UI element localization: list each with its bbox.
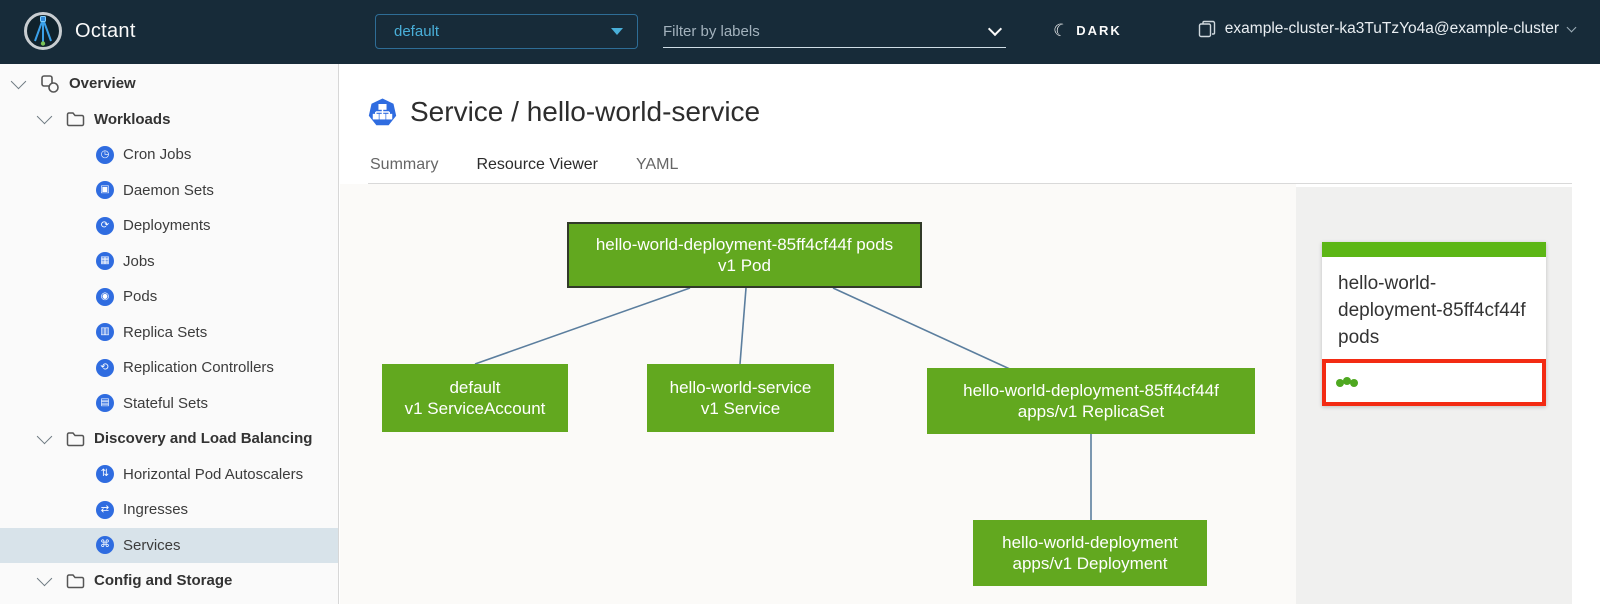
graph-node-serviceaccount[interactable]: default v1 ServiceAccount (382, 364, 568, 432)
sidebar-item-label: Daemon Sets (123, 181, 214, 199)
graph-node-deployment[interactable]: hello-world-deployment apps/v1 Deploymen… (973, 520, 1207, 586)
status-bar-green (1322, 242, 1546, 257)
namespace-value: default (394, 23, 440, 40)
sidebar-item-label: Ingresses (123, 501, 189, 519)
detail-card-title: hello-world-deployment-85ff4cf44f pods (1338, 273, 1526, 348)
cron-jobs-icon: ◷ (96, 145, 114, 164)
folder-icon (66, 431, 85, 447)
service-icon (368, 98, 397, 125)
graph-node-pod[interactable]: hello-world-deployment-85ff4cf44f pods v… (567, 222, 922, 288)
sidebar-item-services[interactable]: ⌘ Services (0, 527, 338, 563)
sidebar-item-label: Overview (69, 75, 136, 93)
theme-toggle-label: DARK (1076, 23, 1122, 38)
sidebar-item-label: Cron Jobs (123, 146, 192, 164)
pods-icon: ◉ (96, 287, 114, 306)
pod-status-highlight (1322, 359, 1546, 406)
sidebar-item-label: Workloads (94, 110, 171, 128)
sidebar-item-config-and-storage[interactable]: Config and Storage (0, 563, 338, 599)
folder-icon (66, 573, 85, 589)
sidebar-item-replication-controllers[interactable]: ⟲ Replication Controllers (0, 350, 338, 386)
daemon-sets-icon: ▣ (96, 181, 114, 200)
cluster-name: example-cluster-ka3TuTzYo4a@example-clus… (1224, 20, 1559, 37)
sidebar-item-label: Replica Sets (123, 323, 208, 341)
sidebar-item-ingresses[interactable]: ⇄ Ingresses (0, 492, 338, 528)
tab-yaml[interactable]: YAML (636, 156, 679, 173)
chevron-down-icon[interactable] (36, 428, 53, 445)
graph-node-replicaset[interactable]: hello-world-deployment-85ff4cf44f apps/v… (927, 368, 1255, 434)
sidebar-item-cron-jobs[interactable]: ◷ Cron Jobs (0, 137, 338, 173)
stateful-sets-icon: ▤ (96, 394, 114, 413)
sidebar-item-deployments[interactable]: ⟳ Deployments (0, 208, 338, 244)
app-title: Octant (75, 19, 136, 42)
sidebar-item-workloads[interactable]: Workloads (0, 102, 338, 138)
chevron-down-icon (611, 28, 623, 35)
pod-status-dot[interactable] (1336, 378, 1344, 387)
sidebar-item-pods[interactable]: ◉ Pods (0, 279, 338, 315)
node-detail-panel: hello-world-deployment-85ff4cf44f pods (1296, 187, 1572, 604)
ingresses-icon: ⇄ (96, 500, 114, 519)
sidebar-item-jobs[interactable]: ▦ Jobs (0, 244, 338, 280)
header-bar: Octant default ☾ DARK example-cluster-ka… (0, 0, 1600, 64)
replica-sets-icon: ▥ (96, 323, 114, 342)
label-filter-input[interactable] (663, 23, 990, 40)
sidebar-item-label: Discovery and Load Balancing (94, 430, 313, 448)
sidebar-item-daemon-sets[interactable]: ▣ Daemon Sets (0, 173, 338, 209)
sidebar-item-replica-sets[interactable]: ▥ Replica Sets (0, 315, 338, 351)
replication-controllers-icon: ⟲ (96, 358, 114, 377)
sidebar-item-label: Jobs (123, 252, 155, 270)
jobs-icon: ▦ (96, 252, 114, 271)
sidebar-item-discovery-and-load-balancing[interactable]: Discovery and Load Balancing (0, 421, 338, 457)
sidebar-item-stateful-sets[interactable]: ▤ Stateful Sets (0, 386, 338, 422)
chevron-down-icon (1566, 22, 1577, 33)
chevron-down-icon[interactable] (36, 570, 53, 587)
chevron-down-icon[interactable] (987, 21, 1003, 36)
cluster-icon (1198, 20, 1215, 38)
deployments-icon: ⟳ (96, 216, 114, 235)
tab-bar: Summary Resource Viewer YAML (368, 150, 680, 186)
graph-node-service[interactable]: hello-world-service v1 Service (647, 364, 834, 432)
sidebar-nav: Overview Workloads ◷ Cron Jobs ▣ Daemon … (0, 64, 339, 604)
sidebar-item-label: Replication Controllers (123, 359, 274, 377)
node-detail-card: hello-world-deployment-85ff4cf44f pods (1322, 242, 1546, 406)
chevron-down-icon[interactable] (36, 108, 53, 125)
pod-status-dot[interactable] (1350, 378, 1358, 387)
services-icon: ⌘ (96, 536, 114, 555)
octant-logo (24, 12, 62, 50)
divider (368, 183, 1572, 184)
moon-icon: ☾ (1051, 19, 1071, 42)
namespace-select[interactable]: default (375, 14, 638, 49)
theme-toggle[interactable]: ☾ DARK (1051, 19, 1122, 42)
main-content: Service / hello-world-service Summary Re… (340, 64, 1600, 604)
sidebar-item-label: Stateful Sets (123, 394, 209, 412)
page-title: Service / hello-world-service (410, 96, 761, 127)
sidebar-item-label: Deployments (123, 217, 211, 235)
hpa-icon: ⇅ (96, 465, 114, 484)
sidebar-item-horizontal-pod-autoscalers[interactable]: ⇅ Horizontal Pod Autoscalers (0, 457, 338, 493)
tab-summary[interactable]: Summary (370, 156, 439, 173)
sidebar-item-label: Pods (123, 288, 158, 306)
brand: Octant (24, 12, 136, 50)
sidebar-item-label: Services (123, 536, 181, 554)
label-filter (663, 16, 1006, 48)
sidebar-item-label: Horizontal Pod Autoscalers (123, 465, 304, 483)
folder-icon (66, 111, 85, 127)
overview-icon (40, 74, 60, 94)
chevron-down-icon[interactable] (10, 73, 27, 90)
pod-status-dots[interactable] (1336, 377, 1358, 387)
sidebar-item-label: Config and Storage (94, 572, 233, 590)
sidebar-item-overview[interactable]: Overview (0, 66, 338, 102)
tab-resource-viewer[interactable]: Resource Viewer (474, 150, 600, 186)
cluster-selector[interactable]: example-cluster-ka3TuTzYo4a@example-clus… (1198, 20, 1577, 38)
pod-status-dot[interactable] (1343, 377, 1351, 385)
